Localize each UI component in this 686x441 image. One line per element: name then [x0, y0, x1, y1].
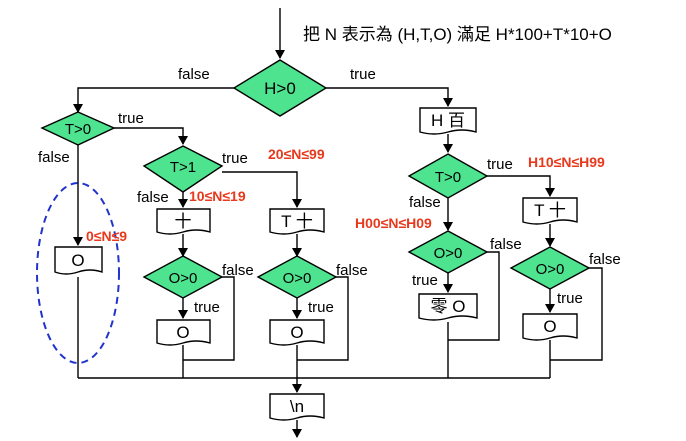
output-t-ten-left-label: T 十 — [281, 212, 313, 231]
decision-o-gt-0-a-label: O>0 — [169, 270, 198, 287]
decision-o-gt-0-a — [142, 255, 224, 299]
label-false-t0-right: false — [409, 194, 441, 211]
label-true-t0-right: true — [487, 156, 513, 173]
label-false-o0-d: false — [589, 251, 621, 268]
output-o-b — [269, 319, 325, 346]
output-o-b-label: O — [290, 323, 303, 342]
highlight-ellipse — [36, 182, 120, 364]
label-true-o0-a: true — [194, 299, 220, 316]
output-ten — [156, 208, 211, 235]
decision-t-gt-0-right — [407, 153, 489, 199]
label-true-o0-b: true — [308, 299, 334, 316]
label-false-o0-c: false — [490, 236, 522, 253]
output-t-ten-left — [269, 208, 325, 235]
range-10-19: 10≤N≤19 — [189, 188, 246, 204]
label-true-o0-c: true — [412, 272, 438, 289]
output-zero-o-label: 零 O — [431, 297, 466, 316]
label-false-o0-b: false — [336, 262, 368, 279]
output-o-a — [156, 319, 211, 346]
label-false-t0-left: false — [38, 149, 70, 166]
range-h10-h99: H10≤N≤H99 — [528, 154, 605, 170]
decision-o-gt-0-b-label: O>0 — [283, 270, 312, 287]
decision-o-gt-0-b — [256, 255, 338, 299]
label-false-o0-a: false — [222, 262, 254, 279]
decision-o-gt-0-c — [407, 230, 489, 274]
output-o-a-label: O — [176, 323, 189, 342]
label-true-t1: true — [222, 150, 248, 167]
label-false-t1: false — [137, 189, 169, 206]
output-o-d — [522, 313, 578, 341]
output-ten-label: 十 — [175, 212, 192, 231]
decision-t-gt-1-label: T>1 — [170, 159, 196, 176]
output-zero-o — [418, 293, 478, 321]
output-newline — [269, 393, 325, 421]
decision-h-gt-0 — [232, 59, 328, 117]
label-true-t0-left: true — [118, 110, 144, 127]
output-h-hundred — [419, 107, 477, 135]
decision-h-gt-0-label: H>0 — [264, 79, 296, 98]
connectors — [73, 8, 603, 438]
output-o-left — [54, 246, 103, 275]
decision-t-gt-1 — [142, 145, 224, 193]
decision-o-gt-0-c-label: O>0 — [434, 245, 463, 262]
decision-o-gt-0-d-label: O>0 — [536, 261, 565, 278]
range-20-99: 20≤N≤99 — [268, 146, 325, 162]
diagram-title: 把 N 表示為 (H,T,O) 滿足 H*100+T*10+O — [303, 25, 612, 44]
decision-t-gt-0-left — [40, 111, 116, 146]
range-h00-h09: H00≤N≤H09 — [355, 215, 432, 231]
output-o-left-label: O — [71, 251, 84, 270]
output-t-ten-right-label: T 十 — [534, 201, 566, 220]
range-0-9: 0≤N≤9 — [86, 228, 127, 244]
label-false-h: false — [178, 66, 210, 83]
output-h-hundred-label: H 百 — [431, 111, 465, 130]
output-o-d-label: O — [543, 317, 556, 336]
output-newline-label: \n — [290, 397, 304, 416]
decision-t-gt-0-left-label: T>0 — [65, 121, 91, 138]
decision-o-gt-0-d — [509, 246, 591, 290]
label-true-h: true — [350, 66, 376, 83]
decision-t-gt-0-right-label: T>0 — [435, 169, 461, 186]
output-t-ten-right — [522, 197, 578, 225]
label-true-o0-d: true — [557, 290, 583, 307]
